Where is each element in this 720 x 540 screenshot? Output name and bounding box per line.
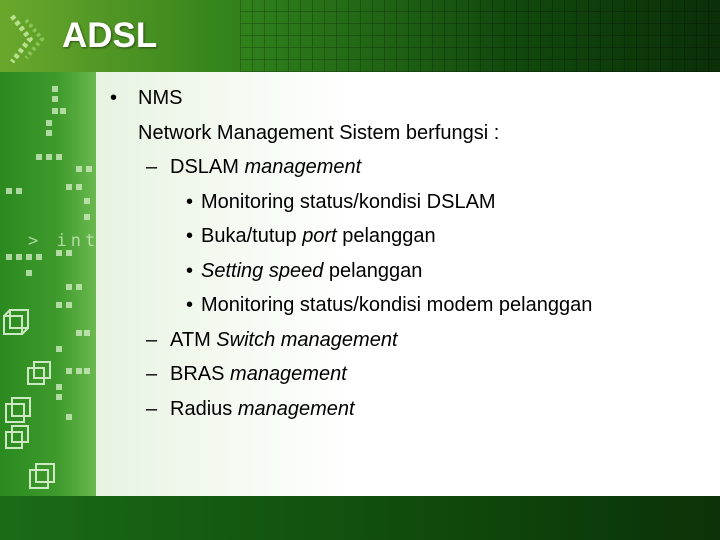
slide-title: ADSL: [62, 16, 158, 55]
bullet-marker: •: [110, 87, 118, 109]
line-monitoring-dslam: Monitoring status/kondisi DSLAM: [201, 190, 496, 214]
bullet-marker: •: [186, 260, 194, 282]
pixel-pattern-icon: > int: [3, 86, 96, 489]
chevron-decoration-icon: [10, 14, 45, 64]
line-nms: NMS: [138, 86, 182, 110]
dash-marker: –: [146, 398, 158, 420]
line-nms-desc: Network Management Sistem berfungsi :: [138, 121, 499, 145]
line-radius-part2: management: [237, 398, 355, 420]
line-monitoring-modem: Monitoring status/kondisi modem pelangga…: [201, 293, 592, 317]
line-atm-part1: ATM: [170, 329, 217, 351]
line-buka-part1: Buka/tutup: [201, 225, 303, 247]
line-setting-speed: Setting speed pelanggan: [201, 259, 422, 283]
line-setting-part1: Setting speed: [201, 260, 324, 282]
line-bras-part2: management: [230, 363, 347, 385]
title-bar: ADSL: [0, 0, 720, 72]
dash-marker: –: [146, 363, 158, 385]
content-panel: [96, 72, 720, 496]
side-code-text: > int: [28, 231, 96, 251]
line-dslam-part2: management: [244, 156, 362, 178]
line-dslam-part1: DSLAM: [170, 156, 245, 178]
line-buka-tutup: Buka/tutup port pelanggan: [201, 224, 436, 248]
line-nms-desc-text: Network Management Sistem berfungsi :: [138, 122, 500, 144]
line-monitoring-modem-text: Monitoring status/kondisi modem pelangga…: [201, 294, 593, 316]
dash-marker: –: [146, 329, 158, 351]
line-buka-part2: port: [302, 225, 337, 247]
line-bras-part1: BRAS: [170, 363, 231, 385]
dash-marker: –: [146, 156, 158, 178]
line-monitoring-dslam-text: Monitoring status/kondisi DSLAM: [201, 191, 496, 213]
bullet-marker: •: [186, 191, 194, 213]
line-radius-part1: Radius: [170, 398, 238, 420]
left-decoration-strip: > int: [0, 72, 96, 496]
bottom-bar: [0, 496, 720, 540]
line-radius: Radius management: [170, 397, 355, 421]
line-bras: BRAS management: [170, 362, 347, 386]
line-dslam-management: DSLAM management: [170, 155, 361, 179]
line-nms-text: NMS: [138, 87, 183, 109]
line-atm-part2: Switch management: [216, 329, 398, 351]
bullet-marker: •: [186, 225, 194, 247]
title-grid-decoration: [240, 0, 720, 72]
bullet-marker: •: [186, 294, 194, 316]
line-setting-part2: pelanggan: [323, 260, 423, 282]
line-atm-switch: ATM Switch management: [170, 328, 398, 352]
line-buka-part3: pelanggan: [336, 225, 436, 247]
